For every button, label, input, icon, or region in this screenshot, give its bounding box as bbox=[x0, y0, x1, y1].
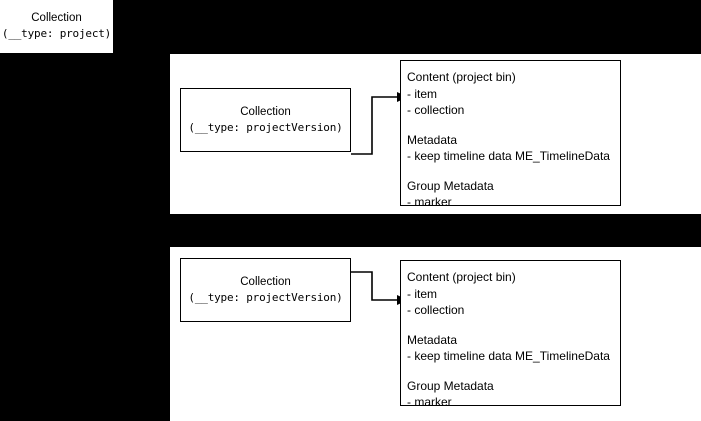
metadata-item: - keep timeline data ME_TimelineData bbox=[407, 149, 610, 163]
node-collection-projectversion-lower[interactable]: Collection (__type: projectVersion) bbox=[180, 258, 351, 322]
node-content-lower[interactable]: Content (project bin) - item - collectio… bbox=[400, 260, 621, 409]
spacer bbox=[407, 365, 620, 378]
node-collection-project-label: Collection bbox=[31, 12, 82, 24]
node-collection-type: (__type: projectVersion) bbox=[188, 120, 343, 134]
node-collection-projectversion-upper[interactable]: Collection (__type: projectVersion) bbox=[180, 88, 351, 152]
node-collection-type: (__type: projectVersion) bbox=[188, 290, 343, 304]
spacer bbox=[407, 165, 620, 178]
node-collection-project-type: (__type: project) bbox=[1, 27, 112, 40]
metadata-heading: Metadata bbox=[407, 332, 458, 347]
group-metadata-item: - marker bbox=[407, 395, 452, 409]
metadata-item: - keep timeline data ME_TimelineData bbox=[407, 349, 610, 363]
content-item: - collection bbox=[407, 103, 465, 117]
node-content-upper[interactable]: Content (project bin) - item - collectio… bbox=[400, 60, 621, 209]
panel-upper: Collection (__type: projectVersion) Cont… bbox=[170, 54, 701, 214]
group-metadata-item: - marker bbox=[407, 195, 452, 209]
panel-lower: Collection (__type: projectVersion) Cont… bbox=[170, 247, 701, 421]
node-collection-label: Collection bbox=[240, 275, 291, 288]
group-metadata-heading: Group Metadata bbox=[407, 378, 494, 393]
node-collection-label: Collection bbox=[240, 105, 291, 118]
content-item: - item bbox=[407, 86, 437, 101]
content-item: - item bbox=[407, 286, 437, 301]
content-heading: Content (project bin) bbox=[407, 270, 516, 284]
content-item: - collection bbox=[407, 303, 465, 317]
content-heading: Content (project bin) bbox=[407, 70, 516, 84]
spacer bbox=[407, 119, 620, 132]
node-collection-project[interactable]: Collection (__type: project) bbox=[0, 0, 113, 53]
group-metadata-heading: Group Metadata bbox=[407, 178, 494, 193]
metadata-heading: Metadata bbox=[407, 132, 458, 147]
spacer bbox=[407, 319, 620, 332]
